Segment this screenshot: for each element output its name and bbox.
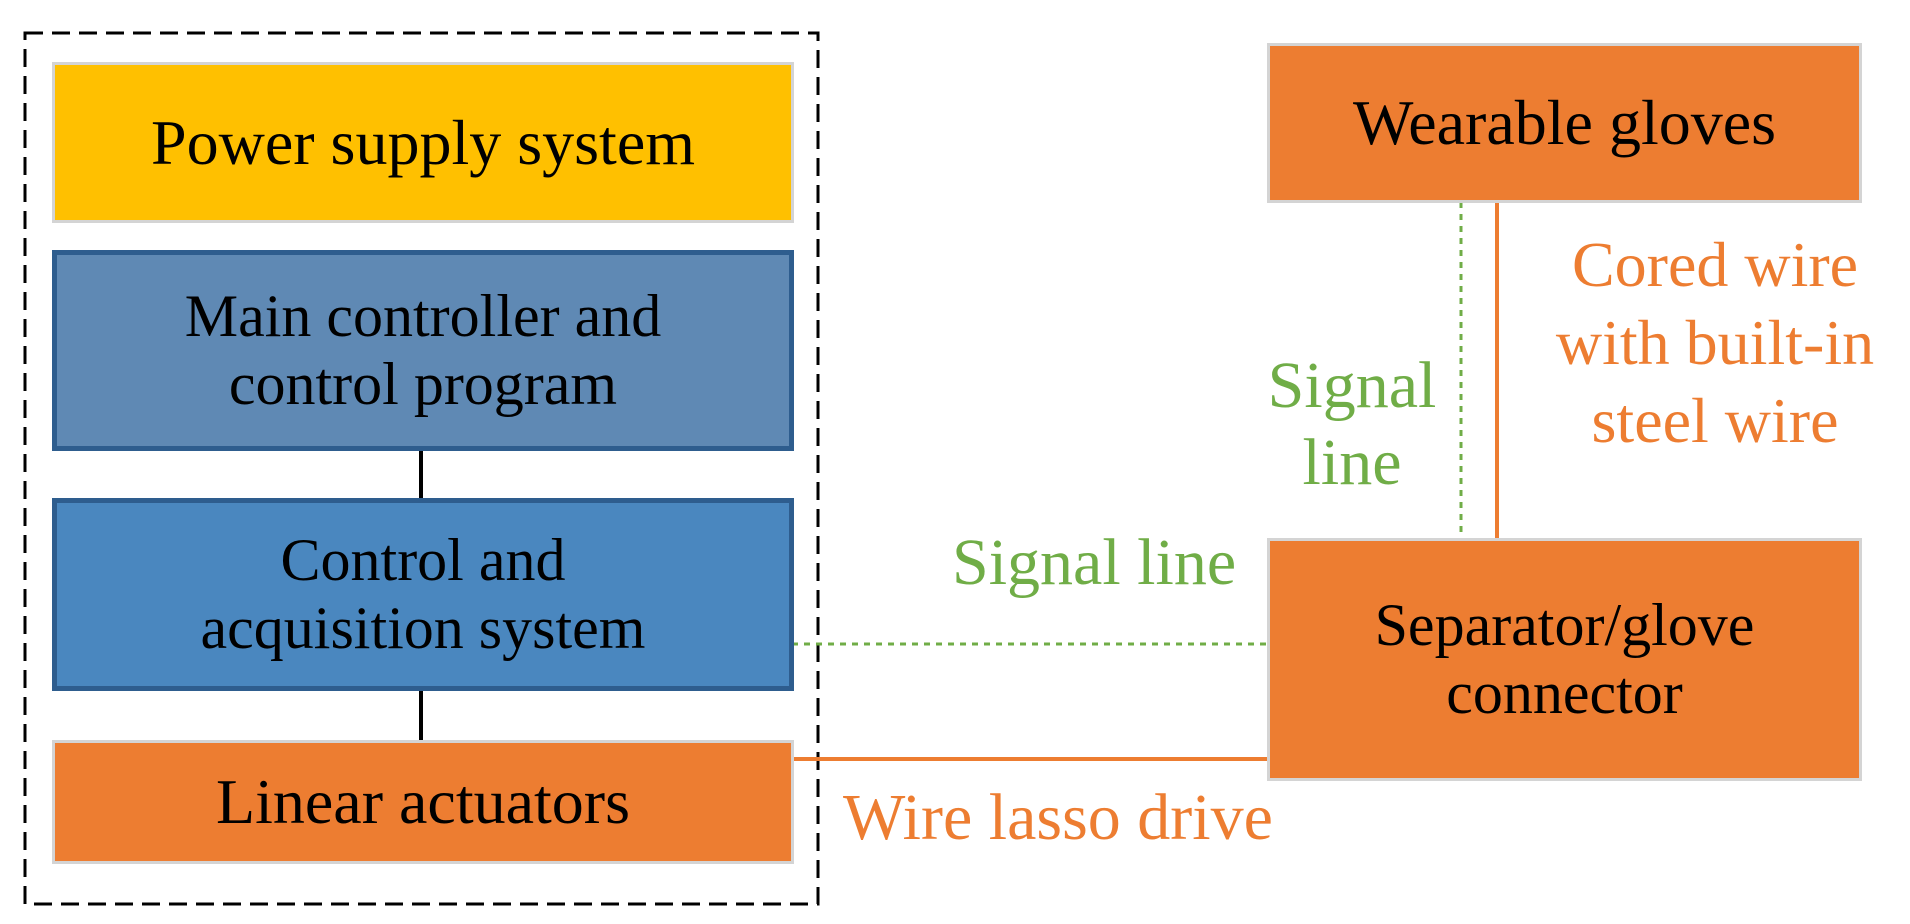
controller-group-dashed-border (23, 31, 820, 906)
linear-actuators-label: Linear actuators (216, 766, 630, 838)
main-controller-label-line-1: Main controller and (184, 283, 662, 350)
cored-wire-label-line-2: with built-in (1555, 307, 1875, 379)
linear-actuators-box: Linear actuators (52, 740, 794, 864)
separator-label-line-2: connector (1446, 659, 1683, 726)
control-acquisition-system-box: Control and acquisition system (52, 498, 794, 691)
separator-label-line-1: Separator/glove (1374, 592, 1755, 659)
main-controller-box: Main controller and control program (52, 250, 794, 451)
wire-lasso-drive-label: Wire lasso drive (843, 781, 1273, 854)
cored-wire-label: Cored wire with built-in steel wire (1520, 226, 1910, 460)
control-acquisition-label-line-1: Control and (280, 527, 566, 594)
separator-glove-connector-box: Separator/glove connector (1267, 538, 1862, 781)
main-controller-label-line-2: control program (228, 350, 618, 417)
cored-wire-label-line-1: Cored wire (1571, 229, 1859, 300)
wearable-gloves-box: Wearable gloves (1267, 43, 1862, 203)
cored-wire-label-line-3: steel wire (1591, 385, 1839, 457)
signal-line-vertical-label: Signal line (1252, 348, 1452, 501)
power-supply-system-box: Power supply system (52, 62, 794, 223)
wearable-gloves-label: Wearable gloves (1352, 87, 1777, 159)
signal-line-horizontal-label: Signal line (952, 526, 1237, 599)
control-acquisition-label-line-2: acquisition system (200, 594, 646, 661)
signal-line-vertical-label-line-1: Signal (1267, 349, 1437, 422)
signal-line-vertical-label-line-2: line (1302, 425, 1402, 499)
power-supply-system-label: Power supply system (151, 106, 695, 178)
